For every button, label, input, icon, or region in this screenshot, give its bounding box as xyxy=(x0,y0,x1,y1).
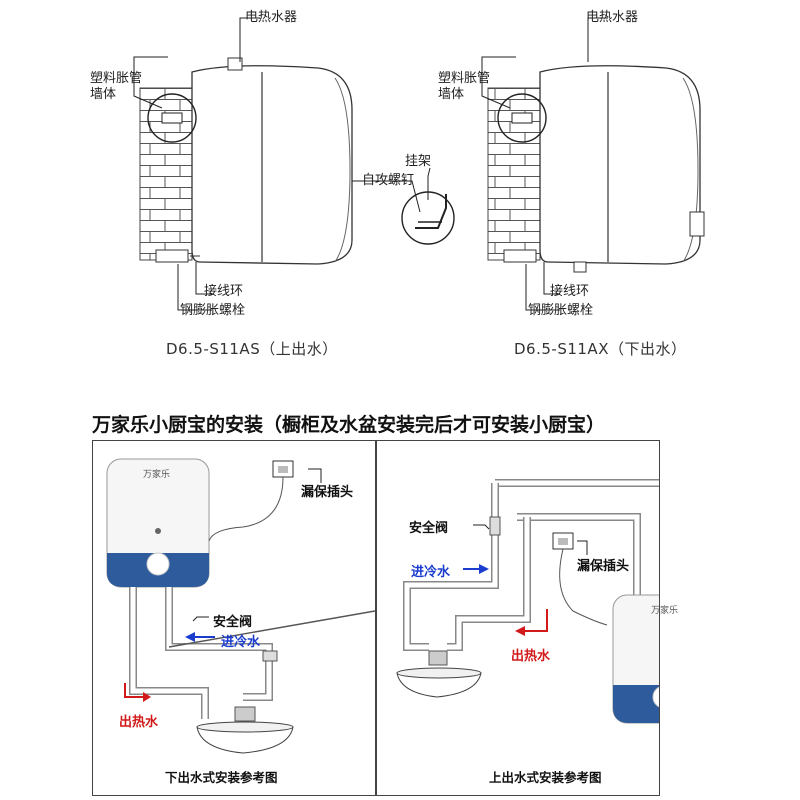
left-panel-valve-label: 安全阀 xyxy=(213,615,253,630)
left-panel-brand: 万家乐 xyxy=(143,470,171,480)
right-heater-label: 电热水器 xyxy=(586,10,639,25)
left-heater-label: 电热水器 xyxy=(245,10,298,25)
right-detail-circle xyxy=(497,93,547,143)
left-plastic-anchor-label: 塑料胀管 xyxy=(90,71,143,86)
panel-bottom-outlet: 万家乐 漏保插头 安全阀 进冷水 出热水 下出水式安装参考图 xyxy=(92,440,376,796)
right-panel-knob xyxy=(652,686,659,708)
right-unit xyxy=(352,17,705,311)
right-panel-basin xyxy=(396,672,482,698)
left-heater-body xyxy=(191,65,353,265)
panel-top-outlet: 万家乐 漏保插头 安全阀 进冷水 出热水 上出水式安装参考图 xyxy=(376,440,678,796)
left-detail-circle xyxy=(147,93,197,143)
right-model: D6.5-S11AX（下出水） xyxy=(514,340,687,358)
right-steel-bolt-label: 钢膨胀螺栓 xyxy=(528,303,594,318)
left-panel-caption: 下出水式安装参考图 xyxy=(165,770,278,785)
left-wiring-ring-label: 接线环 xyxy=(204,284,244,299)
right-wall-label: 墙体 xyxy=(438,87,465,102)
right-bottom-outlet xyxy=(573,261,587,273)
right-panel-cold-in-label: 进冷水 xyxy=(411,565,451,580)
screw-label: 自攻螺钉 xyxy=(362,173,415,188)
right-panel-valve-label: 安全阀 xyxy=(409,521,449,536)
left-unit xyxy=(133,17,353,311)
right-plastic-anchor-label: 塑料胀管 xyxy=(438,71,491,86)
left-panel-cold-in-label: 进冷水 xyxy=(221,635,261,650)
left-panel-hot-out-label: 出热水 xyxy=(119,715,159,730)
section-title: 万家乐小厨宝的安装（橱柜及水盆安装完后才可安装小厨宝） xyxy=(92,414,606,436)
left-wall-label: 墙体 xyxy=(90,87,117,102)
bracket-label: 挂架 xyxy=(405,154,432,169)
left-panel-basin xyxy=(196,726,294,754)
right-heater-body xyxy=(539,65,701,265)
left-top-outlet xyxy=(227,57,243,71)
left-panel-plug-label: 漏保插头 xyxy=(301,485,354,500)
left-model: D6.5-S11AS（上出水） xyxy=(166,340,338,358)
right-panel-caption: 上出水式安装参考图 xyxy=(489,770,602,785)
right-panel-brand: 万家乐 xyxy=(651,606,679,616)
left-steel-bolt-label: 钢膨胀螺栓 xyxy=(180,303,246,318)
top-diagrams xyxy=(133,17,705,311)
panel-left-drawing xyxy=(106,458,375,754)
right-panel-plug-label: 漏保插头 xyxy=(577,559,630,574)
right-panel-hot-out-label: 出热水 xyxy=(511,649,551,664)
right-wiring-ring-label: 接线环 xyxy=(550,284,590,299)
left-panel-knob xyxy=(146,552,170,576)
panel-right-drawing xyxy=(396,479,659,724)
